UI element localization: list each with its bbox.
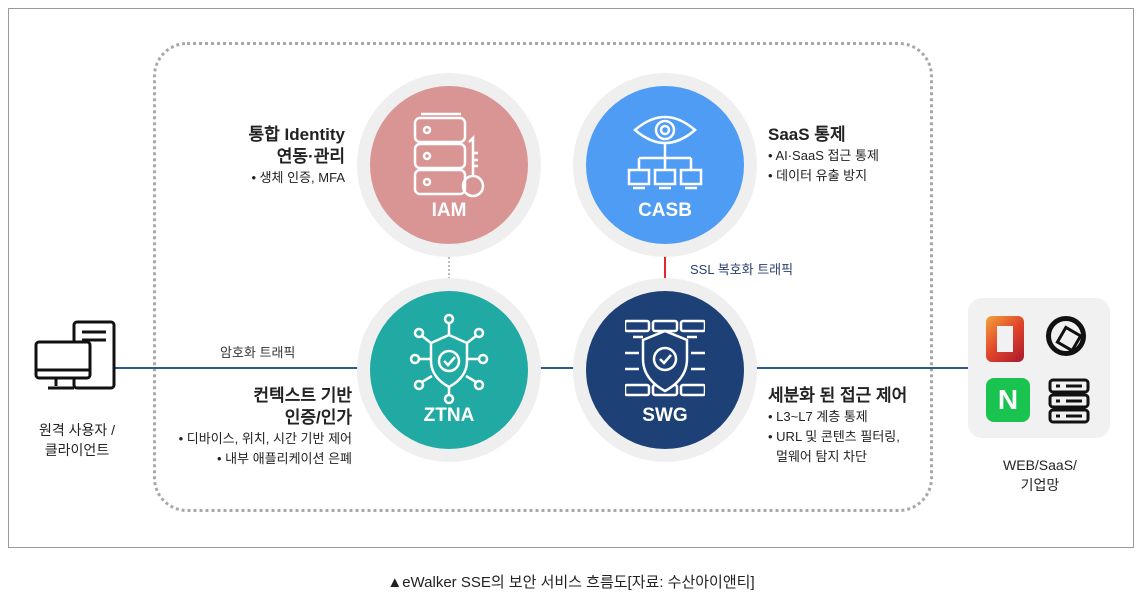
- naver-icon: N: [986, 378, 1030, 422]
- eye-network-icon: [627, 115, 703, 190]
- destination-label: WEB/SaaS/ 기업망: [1003, 457, 1077, 493]
- firewall-shield-icon: [625, 319, 705, 397]
- ztna-description: 컨텍스트 기반 인증/인가 • 디바이스, 위치, 시간 기반 제어 • 내부 …: [178, 386, 352, 466]
- office-icon: [986, 316, 1024, 362]
- openai-icon: [1046, 316, 1086, 356]
- desktop-computer-icon: [34, 320, 116, 390]
- sse-boundary: [153, 42, 933, 512]
- iam-node: IAM: [357, 73, 541, 257]
- iam-ztna-connector: [448, 250, 450, 290]
- diagram-frame: [8, 8, 1134, 548]
- client-label: 원격 사용자 / 클라이언트: [38, 422, 116, 458]
- swg-node: SWG: [573, 278, 757, 462]
- server-icon: [1048, 378, 1090, 424]
- server-key-icon: [413, 112, 485, 198]
- swg-description: 세분화 된 접근 제어 • L3~L7 계층 통제 • URL 및 콘텐츠 필터…: [768, 386, 908, 464]
- casb-swg-connector: [664, 245, 666, 290]
- destination-apps-box: N: [968, 298, 1110, 438]
- ssl-decrypted-label: SSL 복호화 트래픽: [690, 262, 794, 277]
- ztna-node: ZTNA: [357, 278, 541, 462]
- casb-description: SaaS 통제 • AI·SaaS 접근 통제 • 데이터 유출 방지: [768, 125, 879, 183]
- encrypted-traffic-label: 암호화 트래픽: [220, 345, 296, 360]
- shield-network-icon: [409, 313, 489, 405]
- casb-node: CASB: [573, 73, 757, 257]
- traffic-line: [115, 367, 970, 369]
- iam-description: 통합 Identity 연동·관리 • 생체 인증, MFA: [248, 125, 345, 185]
- figure-caption: ▲eWalker SSE의 보안 서비스 흐름도[자료: 수산아이앤티]: [387, 574, 755, 591]
